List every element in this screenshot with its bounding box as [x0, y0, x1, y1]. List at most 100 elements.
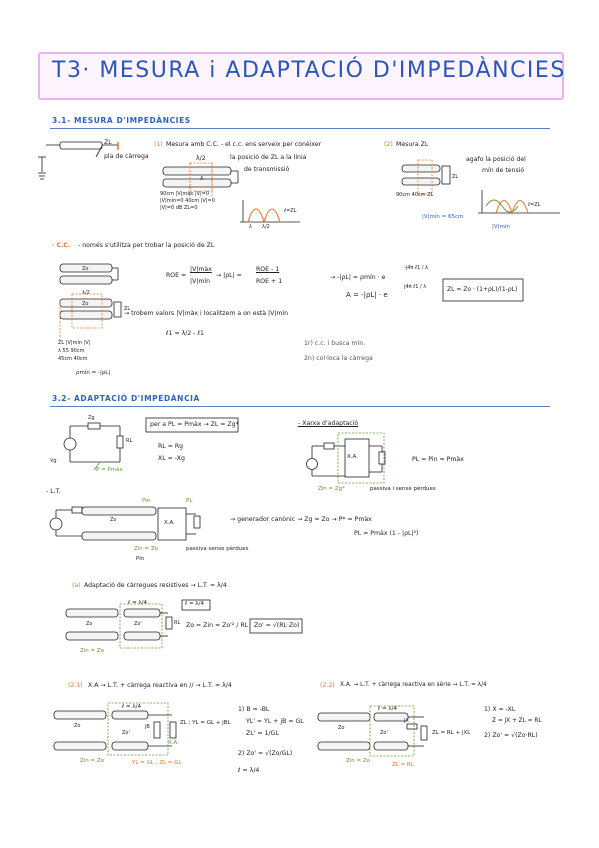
- section-heading-3-1: 3.1- MESURA D'IMPEDÀNCIES: [52, 116, 191, 125]
- vmin-position: |V|mín = 65cm: [422, 214, 464, 220]
- b2-jx-label: jX: [404, 718, 409, 724]
- section-divider-3-1: [50, 128, 550, 129]
- b2-zin-label: Zin = Zo: [346, 758, 371, 764]
- vmin-label-2: |V|mín: [492, 224, 510, 230]
- roe-denominator: |V|mín: [190, 278, 211, 285]
- a-number: (a): [72, 582, 81, 589]
- column-labels-3: 45cm 40cm: [58, 356, 88, 362]
- xl-equals-minus-xg: XL = -Xg: [158, 455, 185, 462]
- generator-circuit-1: [63, 422, 124, 471]
- b2-l-label: ℓ = λ/4: [378, 706, 397, 712]
- roe-label: ROE =: [166, 272, 187, 279]
- b2-eq2: Z = jX + ZL = RL: [492, 718, 542, 724]
- page-title: T3· MESURA i ADAPTACIÓ D'IMPEDÀNCIES: [52, 58, 566, 83]
- position-values: 90cm 40cm ZL: [396, 192, 434, 198]
- column-labels-1: ZL |V|mín |V|: [58, 340, 91, 346]
- title-frame: [38, 52, 564, 100]
- pmax-condition: per a PL = Pmàx → ZL = Zg*: [150, 421, 239, 428]
- parallel-reactive-diagram: [53, 702, 177, 756]
- cc-values-row3: |V|=0 dB ZL=0: [160, 205, 198, 211]
- section-heading-3-2: 3.2- ADAPTACIÓ D'IMPEDÀNCIA: [52, 394, 200, 403]
- zo-prime-label: Zo': [134, 621, 142, 627]
- pin-label: Pin: [142, 498, 151, 504]
- b2-rl-label: ZL = RL: [392, 762, 414, 768]
- b1-zl-label: ZL ; YL = GL + jBL: [180, 720, 231, 726]
- b1-eq2: YL' = YL + jB = GL: [246, 718, 304, 725]
- xa-lt-label: X.A.: [164, 520, 175, 526]
- b2-eq3: 2) Zo' = √(Zo·RL): [484, 732, 538, 739]
- a-label: A: [200, 176, 204, 182]
- pl-mismatch-eq: PL = Pmàx (1 - |ρL|²): [354, 530, 419, 537]
- b2-zo-label: Zo: [338, 725, 345, 731]
- l-equation: ℓ1 = λ/2 - ℓ1: [166, 330, 204, 337]
- zin-zo-label: Zin = Zo: [134, 546, 159, 552]
- zl-formula: ZL = Zo · (1+ρL)/(1-ρL): [447, 286, 518, 293]
- lt-circuit: [49, 506, 201, 541]
- rl-label: RL: [126, 438, 133, 444]
- a-equation: A = -|ρL| · e: [346, 291, 388, 299]
- cc-stack-diagram: [59, 263, 122, 340]
- cc-line-diagram: [162, 162, 239, 198]
- phase-exponent: -j4π ℓ1 / λ: [404, 265, 429, 271]
- cc-values-row1: 90cm |V|màx |V|=0: [160, 191, 210, 197]
- b1-eq3: ZL' = 1/GL: [246, 730, 279, 737]
- standing-wave-plot-2: [478, 190, 560, 215]
- roe-fraction-num: ROE - 1: [256, 266, 280, 273]
- zg-label: Zg: [88, 415, 95, 421]
- note2-text-c: mín de tensió: [482, 167, 525, 174]
- wave-label-lambda: λ: [249, 224, 252, 230]
- series-reactive-diagram: [317, 705, 428, 757]
- step-2: 2n) col·loca la càrrega: [304, 355, 373, 362]
- zin-zo-a-label: Zin = Zo: [80, 648, 105, 654]
- b1-jb-label: jB: [145, 724, 150, 730]
- zl-formula-box: [442, 278, 524, 302]
- rl-equals-rg: RL = Rg: [158, 443, 184, 450]
- b2-eq1: 1) X = -XL: [484, 706, 516, 713]
- note1-text-b: la posició de ZL a la línia: [230, 154, 307, 161]
- l-lambda4-box: ℓ = λ/4: [185, 601, 204, 607]
- wave-label-half: λ/2: [262, 224, 270, 230]
- xarxa-title: - Xarxa d'adaptació: [298, 420, 359, 427]
- zl-label-3: ZL: [124, 306, 131, 312]
- wave2-zl-label: ℓ=ZL: [528, 202, 541, 208]
- b1-zo-prime-label: Zo': [122, 730, 130, 736]
- roe-fraction-den: ROE + 1: [256, 278, 283, 285]
- zo-label-2: Zo: [82, 301, 89, 307]
- roe-numerator: |V|màx: [190, 266, 212, 273]
- zo-a-label: Zo: [86, 621, 93, 627]
- note2-number: (2): [384, 141, 393, 148]
- note1-text: Mesura amb C.C. - el c.c. ens serveix pe…: [166, 141, 322, 148]
- b1-yl-label: YL = GL ; ZL = GL: [132, 760, 182, 766]
- note2-text: Mesura ZL: [396, 141, 429, 148]
- zin-a-eq: Zo = Zin = Zo'² / RL: [186, 622, 249, 629]
- column-labels-2: λ 55 90cm: [58, 348, 85, 354]
- b1-eq4: 2) Zo' = √(Zo/GL): [238, 750, 293, 757]
- pmax-condition-box: [145, 417, 239, 433]
- passiva-sense-perdues: passiva sense pèrdues: [186, 546, 249, 552]
- lambda-half-label: λ/2: [196, 155, 206, 162]
- b2-number: (2.2): [320, 682, 335, 689]
- step-1: 1r) c.c. i busca mín.: [304, 340, 366, 347]
- cc-title: · C.C.: [52, 242, 71, 249]
- b2-title: X.A. → L.T. + càrrega reactiva en sèrie …: [340, 682, 487, 688]
- b1-xa-label: X.A.: [168, 740, 179, 746]
- rl-a-label: RL: [174, 620, 181, 626]
- p-pmax-label: P = Pmàx: [96, 467, 123, 473]
- b1-zin-label: Zin = Zo: [80, 758, 105, 764]
- a-title: Adaptació de càrregues resistives → L.T.…: [84, 582, 227, 589]
- rho-min-eq: ρmín = -|ρL|: [76, 370, 111, 376]
- pl-pin-pmax: PL = Pin = Pmàx: [412, 456, 464, 463]
- note1-number: (1): [154, 141, 163, 148]
- b1-eq1: 1) B = -BL: [238, 706, 270, 713]
- matching-network-circuit: [306, 432, 386, 484]
- pin-label-2: Pin: [136, 556, 145, 562]
- zl-line-diagram: [401, 159, 451, 195]
- zin-zg-label: Zin = Zg*: [318, 486, 345, 492]
- standing-wave-plot-1: [240, 200, 300, 224]
- vg-label: Vg: [50, 458, 57, 464]
- b2-zl-label: ZL = RL + jXL: [432, 730, 471, 736]
- wave-label-zl: ℓ=ZL: [284, 208, 297, 214]
- l-lambda4-label: ℓ = λ/4: [128, 600, 147, 606]
- cc-values-row2: |V|mín=0 40cm |V|=0: [160, 198, 215, 204]
